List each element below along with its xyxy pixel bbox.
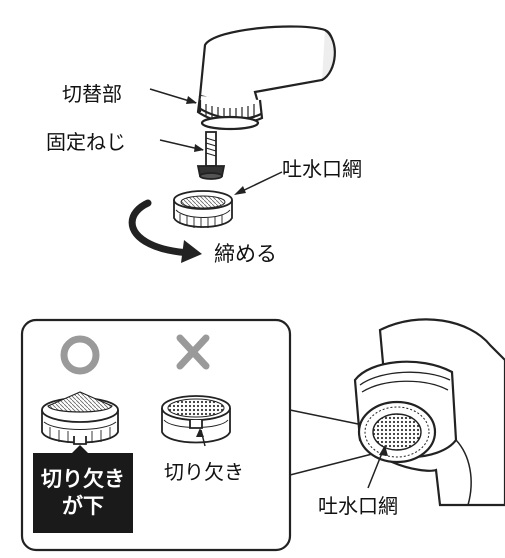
faucet-closeup [353,318,505,507]
filter-incorrect [161,395,231,444]
fixing-screw-arrowhead [194,144,204,152]
fixing-screw [196,131,226,180]
faucet-spout-top [196,25,336,131]
switch-part-arrowhead [186,96,197,104]
correct-caption-box: 切り欠き が下 [33,453,133,533]
outlet-mesh-bottom-label: 吐水口網 [318,494,398,518]
correct-caption-line1: 切り欠き [41,467,125,491]
switch-part-label: 切替部 [62,82,122,106]
outlet-mesh-top-label: 吐水口網 [282,157,362,181]
correct-caption-pointer [72,445,88,453]
notch-arrowhead [196,428,204,437]
filter-correct [41,391,119,445]
notch-label: 切り欠き [164,460,244,484]
callout-line-upper [289,409,364,426]
incorrect-mark-cross [176,334,210,370]
tighten-arrow [128,199,202,263]
callout-line-lower [289,451,381,476]
outlet-mesh-bottom-arrowhead [379,445,388,456]
tighten-label: 締める [214,242,277,266]
outlet-mesh-top-arrowhead [234,186,246,195]
fixing-screw-label: 固定ねじ [46,130,126,154]
correct-mark-circle [60,335,100,375]
outlet-mesh-top [173,190,233,228]
correct-caption-line2: が下 [62,494,104,518]
